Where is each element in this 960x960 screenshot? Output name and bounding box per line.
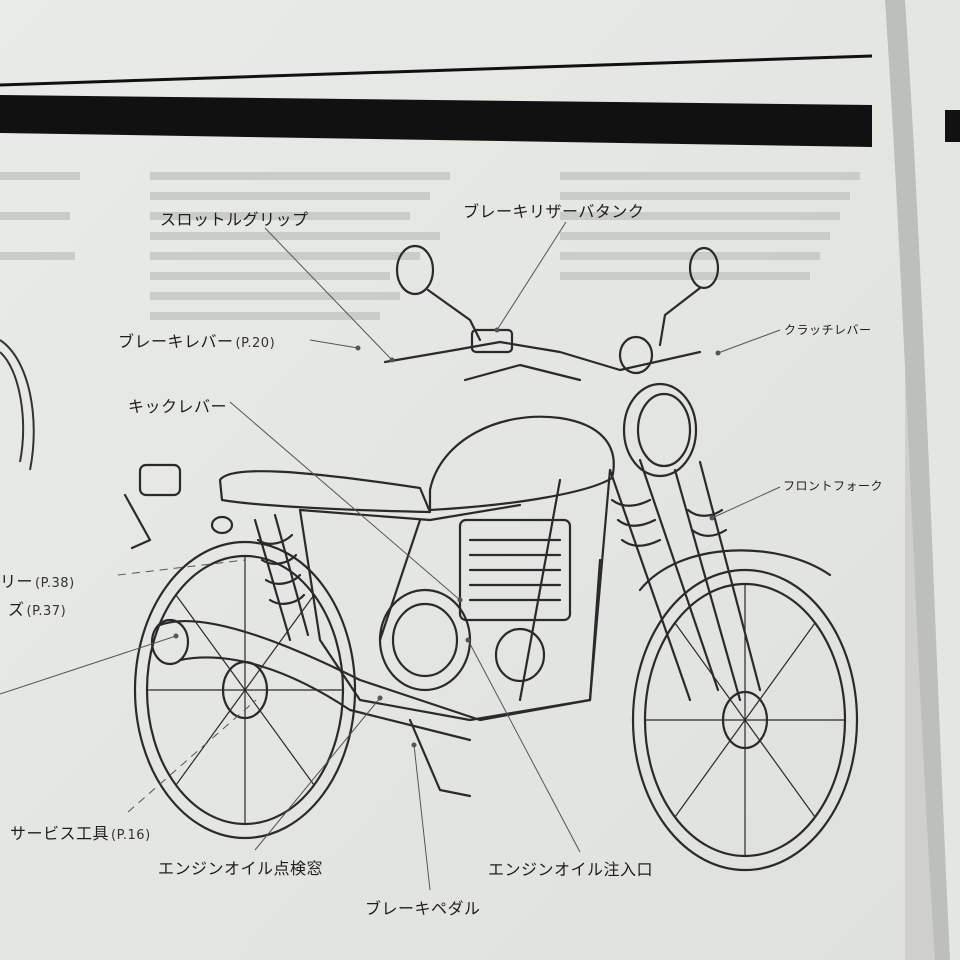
leader-dots [173, 327, 721, 748]
left-page [0, 0, 905, 960]
label-left-cut-2-ref: (P.37) [26, 604, 67, 619]
right-page-header-bar [945, 110, 960, 142]
motorcycle-drawing [123, 244, 859, 872]
right-page [905, 0, 960, 960]
label-throttle-grip: スロットルグリップ [160, 206, 309, 230]
label-brake-lever: ブレーキレバー(P.20) [118, 328, 275, 352]
label-brake-lever-text: ブレーキレバー [118, 332, 234, 351]
label-brake-reservoir: ブレーキリザーバタンク [463, 198, 644, 222]
label-oil-filler: エンジンオイル注入口 [488, 856, 653, 880]
label-brake-pedal: ブレーキペダル [365, 895, 481, 919]
left-cut-wheel [0, 339, 35, 471]
label-kick-lever: キックレバー [128, 393, 227, 417]
label-brake-pedal-text: ブレーキペダル [365, 899, 481, 918]
label-left-cut-1-ref: (P.38) [35, 576, 75, 591]
label-oil-window-text: エンジンオイル点検窓 [158, 859, 324, 878]
label-brake-reservoir-text: ブレーキリザーバタンク [463, 202, 645, 221]
label-throttle-grip-text: スロットルグリップ [160, 210, 309, 229]
label-left-cut-2-text: ズ [8, 600, 25, 619]
label-service-tool-ref: (P.16) [111, 828, 151, 843]
label-left-cut-1: リー(P.38) [0, 568, 75, 592]
header-thin-line [0, 54, 873, 87]
label-clutch-lever-text: クラッチレバー [784, 323, 872, 337]
label-brake-lever-ref: (P.20) [235, 336, 276, 351]
label-left-cut-2: ズ(P.37) [8, 596, 66, 620]
label-front-fork: フロントフォーク [783, 477, 883, 494]
label-oil-window: エンジンオイル点検窓 [158, 855, 323, 879]
label-service-tool: サービス工具(P.16) [10, 820, 151, 844]
label-service-tool-text: サービス工具 [10, 824, 110, 843]
label-oil-filler-text: エンジンオイル注入口 [488, 860, 654, 879]
label-kick-lever-text: キックレバー [128, 397, 228, 416]
bleed-through-text [0, 172, 860, 320]
label-clutch-lever: クラッチレバー [784, 321, 872, 338]
label-left-cut-1-text: リー [0, 572, 34, 591]
leader-lines [0, 221, 781, 891]
header-bar [0, 95, 872, 147]
label-front-fork-text: フロントフォーク [783, 479, 884, 493]
